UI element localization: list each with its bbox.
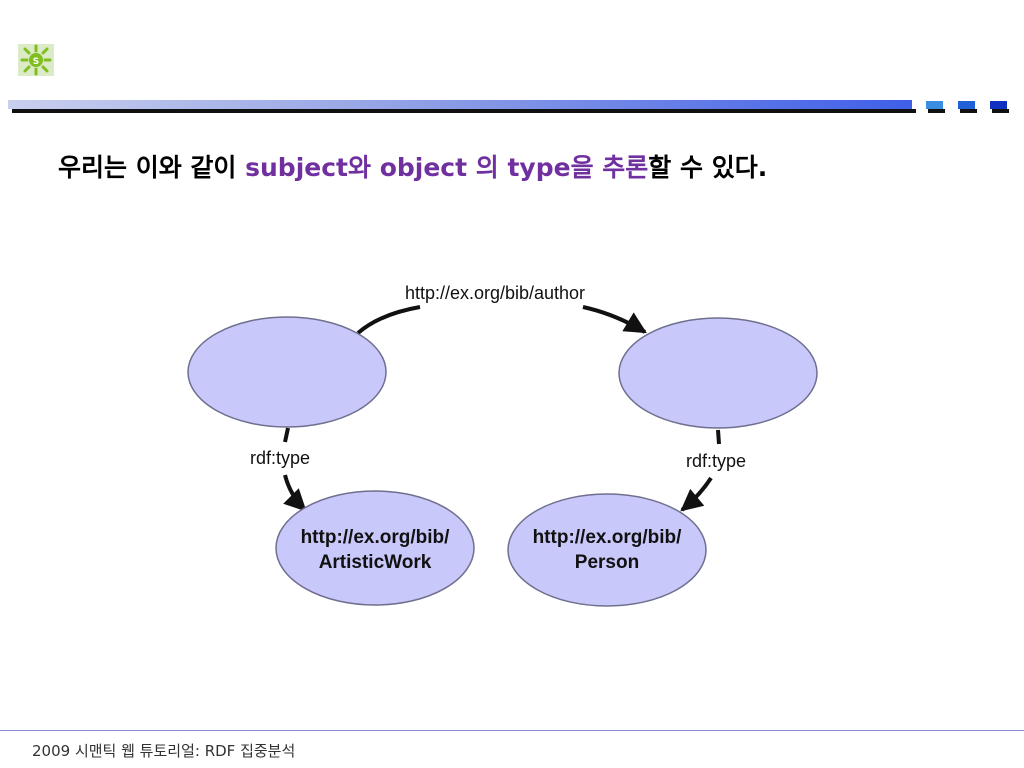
person-node [507, 493, 707, 607]
rdf-diagram: http://ex.org/bib/author rdf:type rdf:ty… [187, 283, 818, 607]
artistic-work-node [275, 490, 475, 606]
artistic-work-label-line2: ArtisticWork [319, 552, 432, 573]
author-edge-right [582, 305, 647, 334]
header-bar [8, 100, 916, 114]
footer-text: 2009 시맨틱 웹 튜토리얼: RDF 집중분석 [32, 742, 296, 760]
svg-text:S: S [33, 57, 39, 67]
person-label-line1: http://ex.org/bib/ [533, 527, 683, 548]
subject-node [187, 316, 387, 428]
object-node [618, 317, 818, 429]
slide-headline: 우리는 이와 같이 subject와 object 의 type을 추론할 수 … [58, 148, 767, 184]
header-square-1 [926, 101, 945, 113]
rdf-type-edge-left [283, 474, 307, 512]
rdf-type-edge-left-top [283, 427, 290, 443]
person-label-line2: Person [575, 552, 639, 573]
header-square-2 [958, 101, 977, 113]
headline-highlight: subject와 object 의 type을 추론 [245, 153, 649, 182]
headline-part-3: 할 수 있다. [648, 153, 768, 182]
footer-divider [0, 730, 1024, 731]
author-edge-left [356, 305, 421, 335]
rdf-type-edge-right-top [716, 429, 721, 445]
author-edge-label: http://ex.org/bib/author [405, 283, 585, 303]
headline-part-1: 우리는 이와 같이 [58, 153, 246, 182]
rdf-type-label-right: rdf:type [686, 451, 746, 471]
rdf-type-label-left: rdf:type [250, 448, 310, 468]
rdf-type-edge-right [680, 476, 713, 512]
artistic-work-label-line1: http://ex.org/bib/ [301, 527, 451, 548]
header-square-3 [990, 101, 1009, 113]
sun-bulb-icon: S [16, 42, 56, 78]
